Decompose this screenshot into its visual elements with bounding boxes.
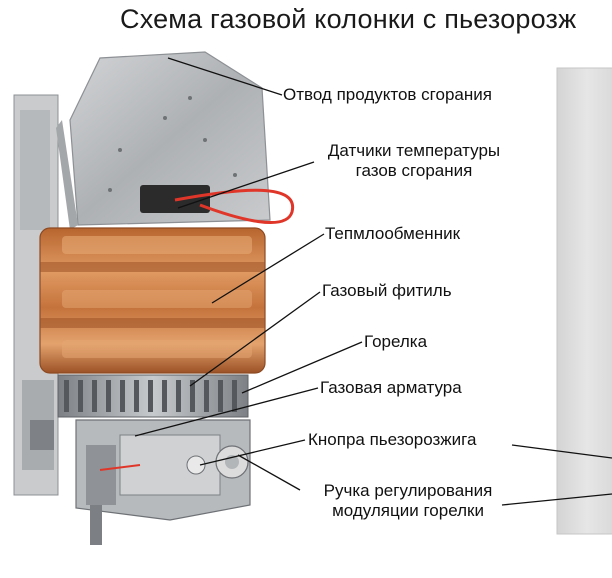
leader-pilot	[189, 291, 321, 387]
gas-valve-block	[75, 419, 251, 545]
label-temp-sensors-line1: Датчики температуры	[327, 141, 501, 160]
label-knob-line1: Ручка регулирования	[323, 481, 493, 500]
leader-exhaust	[167, 57, 283, 96]
label-pilot: Газовый фитиль	[322, 281, 452, 300]
front-cover-panel	[556, 67, 612, 535]
label-heat-exchanger: Тепмлообменник	[325, 224, 461, 243]
leader-burner	[241, 341, 363, 394]
leader-heat-exchanger	[211, 233, 325, 304]
mounting-frame	[13, 94, 59, 496]
leader-panel-bottom	[501, 493, 612, 506]
label-gas-valve: Газовая арматура	[320, 378, 462, 397]
label-temp-sensors-line2: газов сгорания	[355, 161, 473, 180]
leader-knob	[237, 454, 301, 491]
flue-hood	[56, 51, 271, 230]
leader-gas-valve	[134, 387, 319, 437]
label-piezo-button: Кнопра пьезорозжига	[308, 430, 477, 449]
leader-piezo-button	[199, 439, 306, 466]
leader-lines	[134, 57, 612, 506]
label-knob-line2: модуляции горелки	[332, 501, 484, 520]
burner-assembly	[57, 374, 249, 418]
leader-panel-top	[511, 444, 612, 459]
label-burner: Горелка	[364, 332, 428, 351]
diagram-title: Схема газовой колонки с пьезорозж	[120, 4, 577, 34]
label-exhaust: Отвод продуктов сгорания	[283, 85, 492, 104]
heat-exchanger-body	[39, 227, 266, 374]
leader-temp-sensors	[177, 161, 315, 209]
